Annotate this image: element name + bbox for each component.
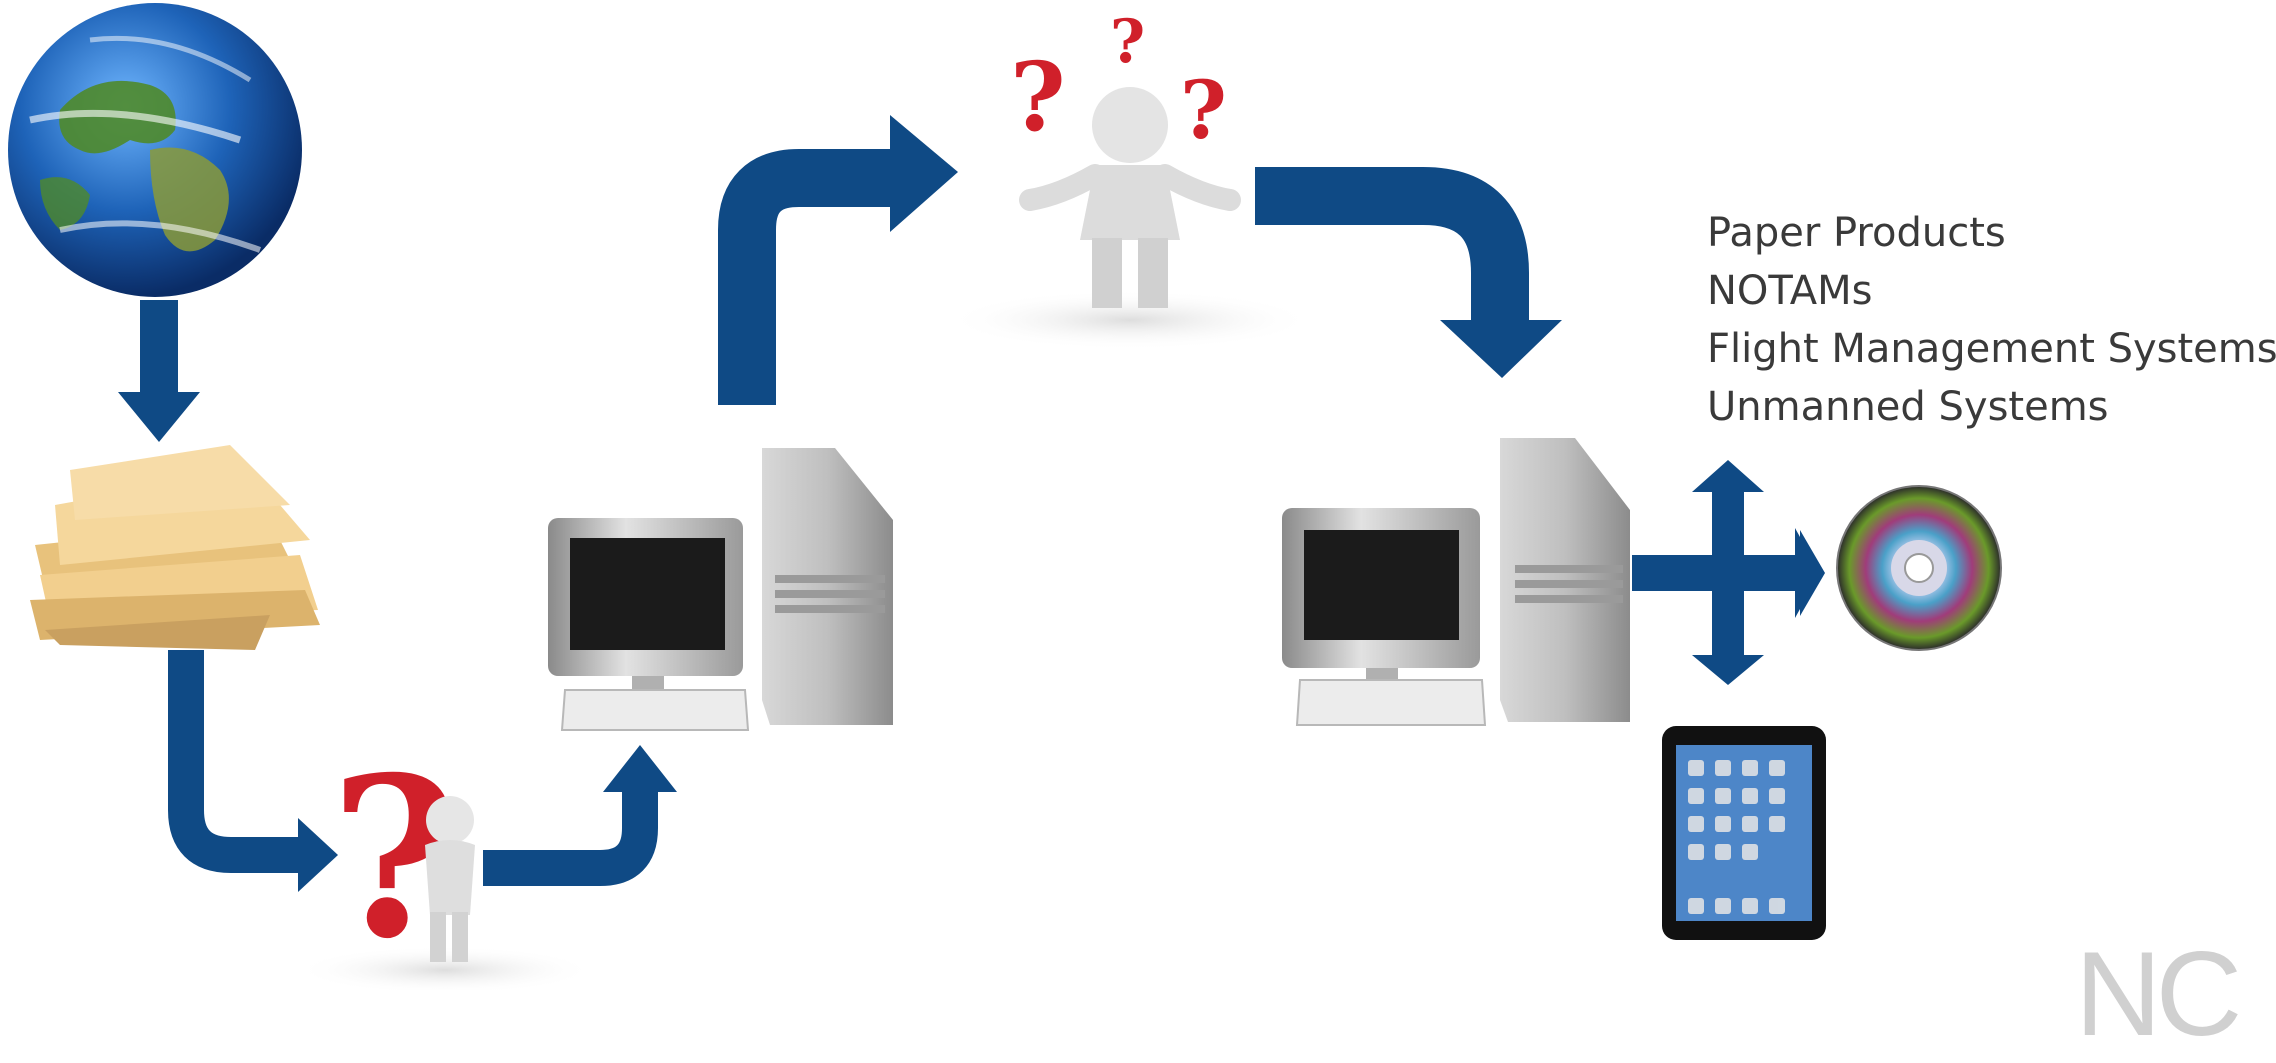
- computer-icon: [548, 448, 893, 731]
- svg-text:?: ?: [1010, 42, 1066, 153]
- optical-disc-icon: [1836, 485, 2002, 651]
- output-item-flight-management-systems: Flight Management Systems: [1707, 326, 2276, 372]
- output-products-list: Paper Products NOTAMs Flight Management …: [1707, 204, 2276, 436]
- computer-icon: [1282, 438, 1630, 726]
- svg-text:?: ?: [1110, 7, 1145, 77]
- arrow-computer-to-query: [718, 115, 958, 405]
- data-flow-diagram: ? ? ? ?: [8, 3, 2002, 990]
- output-item-notams: NOTAMs: [1707, 268, 1873, 314]
- arrow-query-to-computer: [1255, 167, 1562, 378]
- tablet-icon: [1662, 726, 1826, 940]
- arrow-folders-to-analysis: [168, 650, 338, 892]
- globe-icon: [8, 3, 302, 297]
- corner-logo: NC: [2075, 927, 2242, 1061]
- thinking-person-icon: ?: [295, 728, 595, 990]
- arrow-globe-to-folders: [118, 300, 200, 442]
- output-item-paper-products: Paper Products: [1707, 210, 2006, 256]
- svg-text:?: ?: [1180, 63, 1227, 157]
- arrow-analysis-to-computer: [483, 745, 677, 886]
- confused-person-icon: ? ? ?: [945, 7, 1315, 350]
- folders-icon: [30, 445, 320, 650]
- distribution-arrows: [1632, 460, 1825, 685]
- output-item-unmanned-systems: Unmanned Systems: [1707, 384, 2109, 430]
